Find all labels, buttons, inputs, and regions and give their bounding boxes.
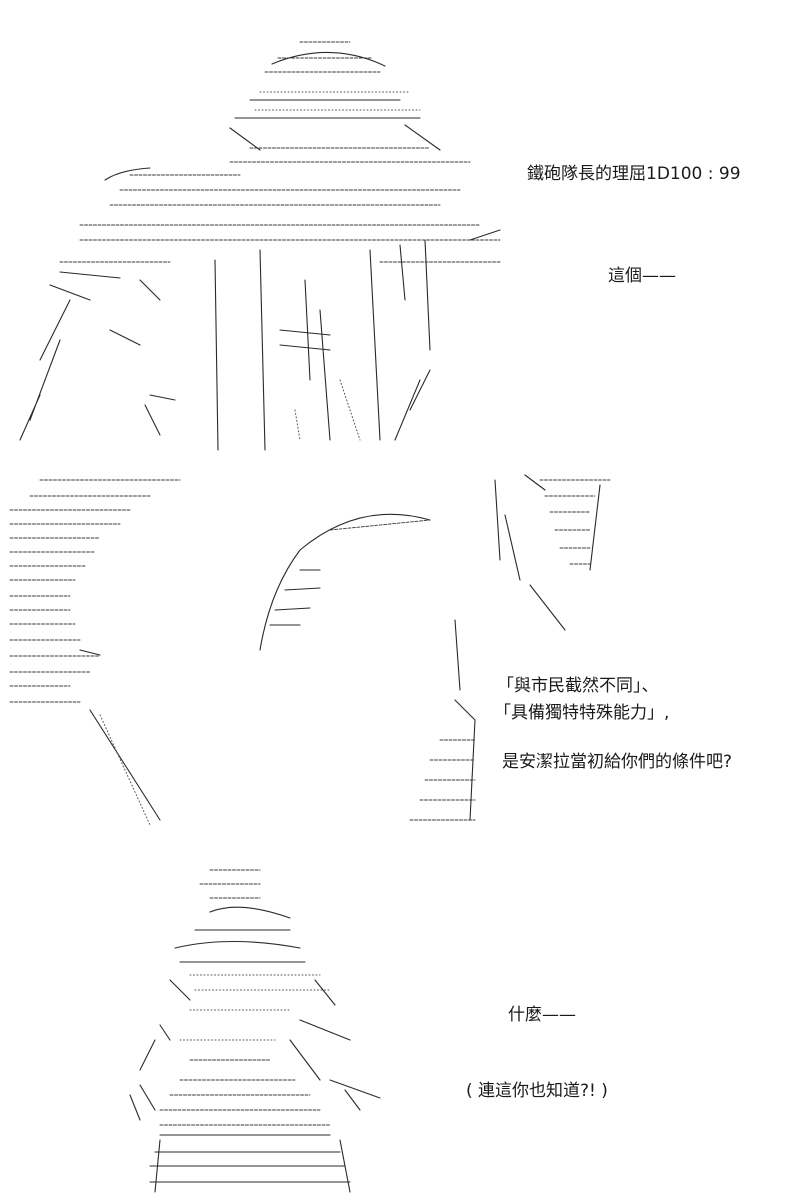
speech-line: 是安潔拉當初給你們的條件吧? [502,752,733,772]
speech-line: 什麼—— [508,1005,576,1025]
inner-thought-line: ( 連這你也知道?! ) [466,1081,608,1101]
ascii-art-girl-figure [129,869,381,1193]
speech-line: 「具備獨特特殊能力」, [494,703,670,723]
ascii-art-captain-figure [19,41,501,451]
speech-line: 這個—— [608,266,676,286]
panel-2: 「與市民截然不同」、 「具備獨特特殊能力」, 是安潔拉當初給你們的條件吧? [0,460,800,840]
panel-3: 什麼—— ( 連這你也知道?! ) [0,840,800,1200]
speech-line: 「與市民截然不同」、 [497,676,659,696]
ascii-art-coat-sleeves [9,474,611,826]
dice-roll-caption: 鐵砲隊長的理屈1D100 : 99 [527,164,741,184]
panel-1: 鐵砲隊長的理屈1D100 : 99 這個—— [0,0,800,460]
